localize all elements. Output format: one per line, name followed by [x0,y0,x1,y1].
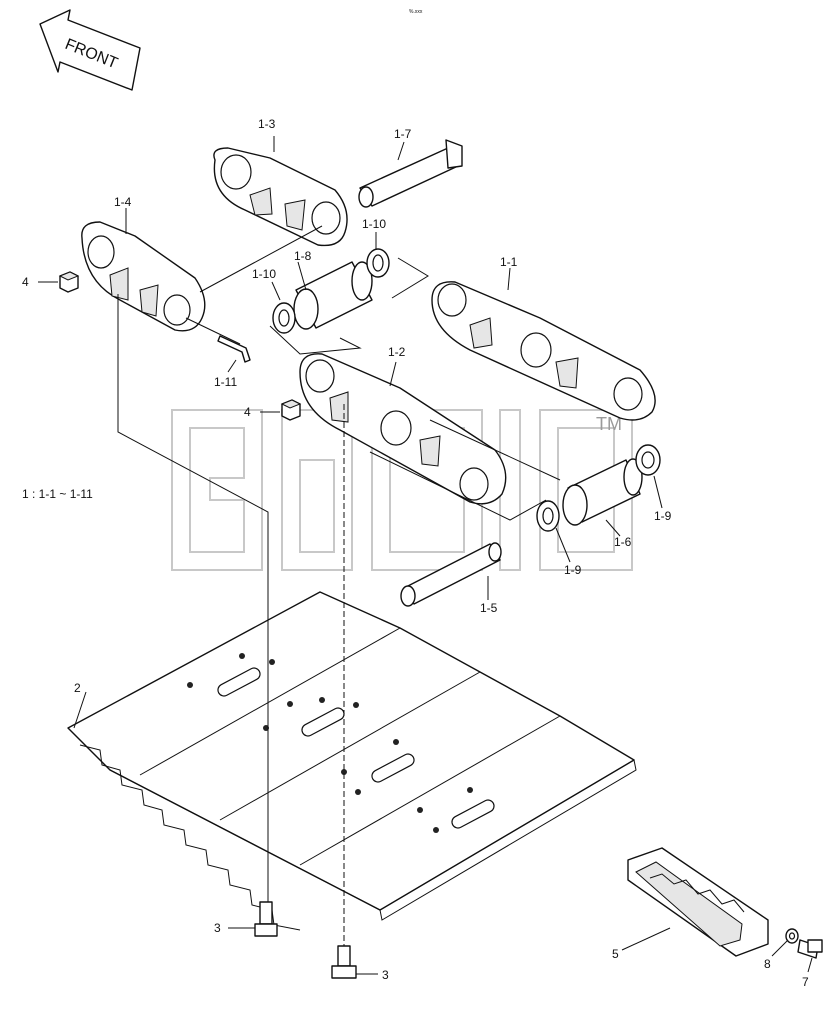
bolt-3-left [254,901,278,937]
header-code: %.xxx [409,9,423,15]
callout-1-4: 1-4 [114,195,132,209]
washer-8 [785,928,799,944]
callout-4-left: 4 [22,275,29,289]
link-1-3 [213,147,348,247]
callout-labels: 1-3 1-7 1-4 1-10 1-10 1-8 1-1 4 1-2 1-11… [22,117,809,989]
callout-1-5: 1-5 [480,601,498,615]
seal-1-9-lower [536,500,560,532]
track-shoe-plates [67,591,637,931]
callout-1-10-lower: 1-10 [252,267,276,281]
clip-1-11 [217,335,251,363]
callout-8: 8 [764,957,771,971]
nut-4-left [58,271,80,293]
callout-3-left: 3 [214,921,221,935]
callout-1-2: 1-2 [388,345,406,359]
bushing-1-6 [562,458,643,526]
bolt-7 [797,939,823,959]
leader-lines [38,136,813,975]
assembly-legend: 1 : 1-1 ~ 1-11 [22,487,93,501]
callout-1-3: 1-3 [258,117,276,131]
callout-5: 5 [612,947,619,961]
callout-1-7: 1-7 [394,127,412,141]
callout-1-6: 1-6 [614,535,632,549]
seal-1-10-upper [366,248,390,278]
callout-7: 7 [802,975,809,989]
callout-3-right: 3 [382,968,389,982]
bolt-3-right [331,945,357,979]
callout-1-8: 1-8 [294,249,312,263]
callout-1-11: 1-11 [214,375,237,389]
callout-1-10-upper: 1-10 [362,217,386,231]
nut-4-middle [280,399,302,421]
link-1-2 [299,353,507,505]
callout-2: 2 [74,681,81,695]
callout-1-9-right: 1-9 [654,509,672,523]
link-1-1 [431,281,656,421]
front-arrow: FRONT [39,9,141,91]
callout-1-9-left: 1-9 [564,563,582,577]
pin-1-5 [400,542,502,607]
seal-1-10-lower [272,302,296,334]
bushing-1-8 [293,261,373,330]
seal-1-9-upper [635,444,661,476]
pin-1-7 [358,139,463,208]
link-1-4 [81,221,206,332]
callout-1-1: 1-1 [500,255,518,269]
callout-4-middle: 4 [244,405,251,419]
trademark-mark: TM [596,414,622,434]
guard-5 [627,847,769,957]
